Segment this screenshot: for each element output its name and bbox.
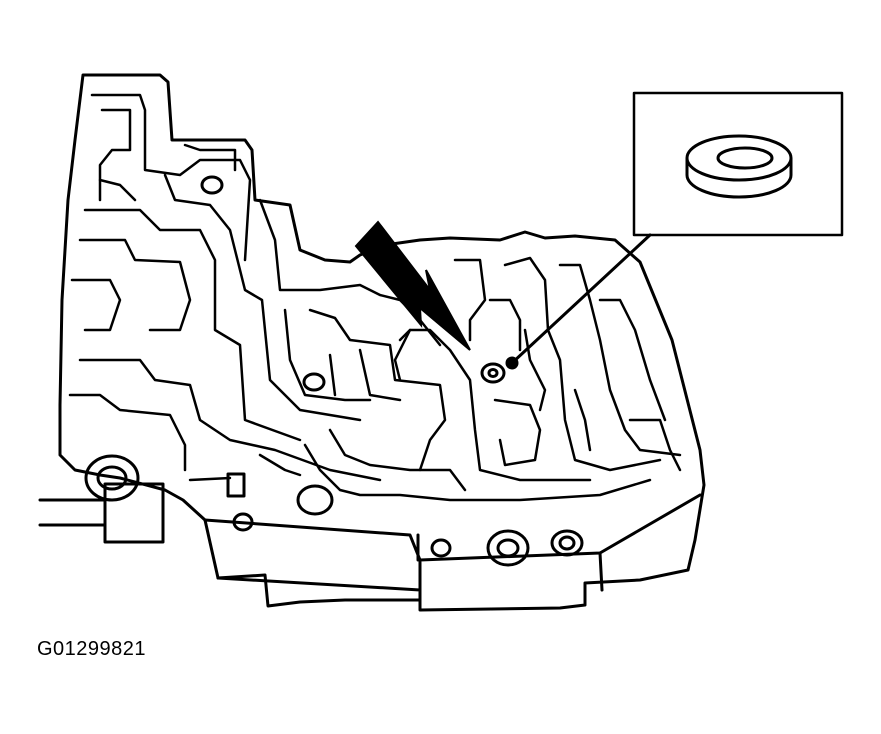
valve-body-outline [58, 73, 706, 612]
target-hole [480, 362, 506, 384]
detail-inset-frame [632, 91, 844, 237]
figure-id-code: G01299821 [37, 638, 147, 660]
leader-line [510, 233, 652, 365]
shaft [38, 498, 107, 527]
arrow-icon [354, 220, 471, 351]
shaft-block [103, 482, 165, 544]
valve-body-side-face [203, 493, 702, 602]
washer-icon [685, 134, 793, 199]
